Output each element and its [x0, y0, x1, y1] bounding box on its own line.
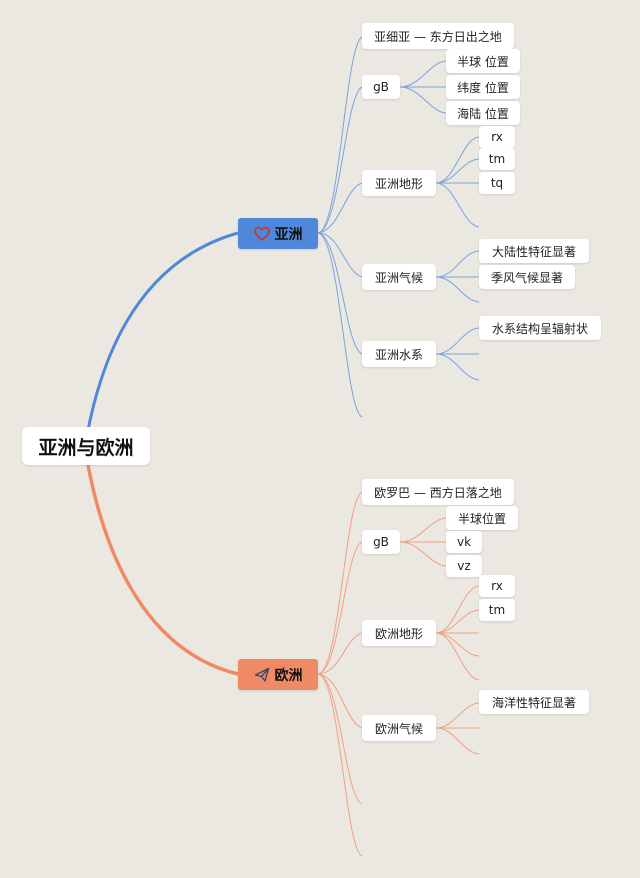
europe-terrain-node[interactable]: 欧洲地形	[362, 620, 436, 646]
europe-gb-item[interactable]: vz	[446, 555, 482, 577]
asia-branch-label: 亚洲	[274, 226, 303, 243]
connector-root-asia	[86, 231, 239, 431]
asia-terrain-item[interactable]: rx	[479, 126, 515, 148]
asia-climate-node[interactable]: 亚洲气候	[362, 264, 436, 290]
asia-gb-node[interactable]: gB	[362, 75, 400, 99]
asia-climate-item[interactable]: 季风气候显著	[479, 265, 575, 289]
connector-root-europe	[86, 464, 239, 676]
root-node[interactable]: 亚洲与欧洲	[22, 427, 150, 465]
europe-gb-item[interactable]: 半球位置	[446, 506, 518, 530]
asia-terrain-item[interactable]: tm	[479, 148, 515, 170]
europe-terrain-item[interactable]: rx	[479, 575, 515, 597]
europe-branch-label: 欧洲	[274, 667, 303, 684]
asia-gb-item[interactable]: 海陆 位置	[446, 101, 520, 125]
europe-gb-item[interactable]: vk	[446, 531, 482, 553]
asia-terrain-item[interactable]: tq	[479, 172, 515, 194]
asia-terrain-node[interactable]: 亚洲地形	[362, 170, 436, 196]
asia-gb-item[interactable]: 纬度 位置	[446, 75, 520, 99]
europe-climate-node[interactable]: 欧洲气候	[362, 715, 436, 741]
asia-water-item[interactable]: 水系结构呈辐射状	[479, 316, 601, 340]
europe-climate-item[interactable]: 海洋性特征显著	[479, 690, 589, 714]
asia-climate-item[interactable]: 大陆性特征显著	[479, 239, 589, 263]
europe-title-node[interactable]: 欧罗巴 — 西方日落之地	[362, 479, 514, 505]
asia-title-node[interactable]: 亚细亚 — 东方日出之地	[362, 23, 514, 49]
europe-terrain-item[interactable]: tm	[479, 599, 515, 621]
paper-plane-icon	[254, 667, 270, 683]
asia-water-node[interactable]: 亚洲水系	[362, 341, 436, 367]
europe-branch-node[interactable]: 欧洲	[238, 659, 318, 690]
europe-gb-node[interactable]: gB	[362, 530, 400, 554]
heart-icon	[253, 226, 270, 242]
asia-connectors	[317, 36, 480, 418]
asia-gb-item[interactable]: 半球 位置	[446, 49, 520, 73]
asia-branch-node[interactable]: 亚洲	[238, 218, 318, 249]
europe-connectors	[317, 491, 480, 857]
